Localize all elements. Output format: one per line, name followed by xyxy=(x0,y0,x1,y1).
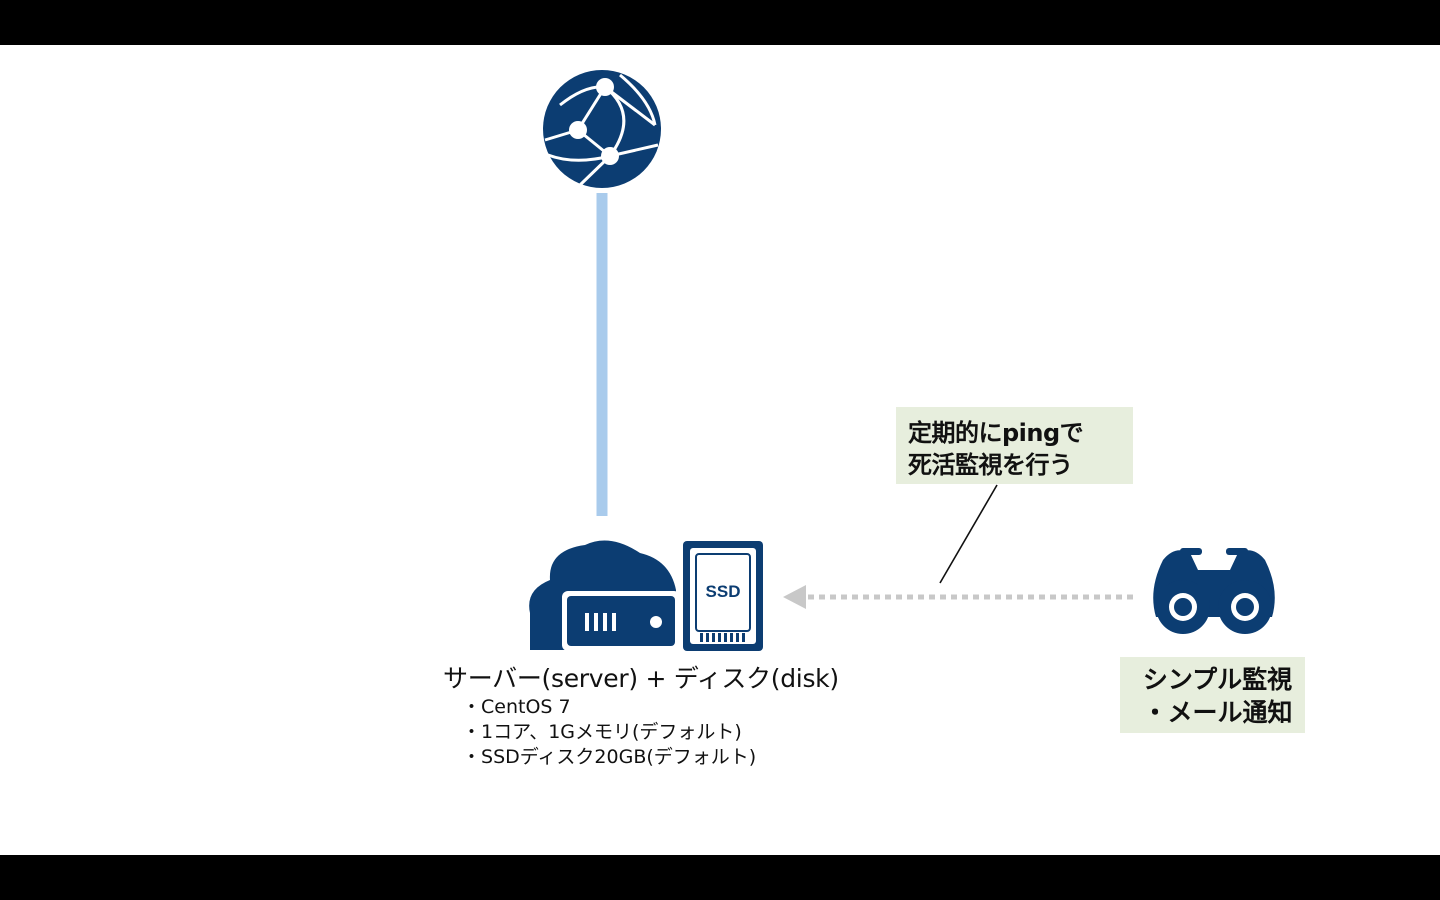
spec-item: SSDディスク20GB(デフォルト) xyxy=(462,745,756,770)
ssd-disk-icon: SSD xyxy=(683,541,763,651)
spec-item: 1コア、1Gメモリ(デフォルト) xyxy=(462,720,756,745)
ping-note-callout: 定期的にpingで 死活監視を行う xyxy=(896,407,1133,484)
ssd-label: SSD xyxy=(706,582,741,601)
ping-note-line1: 定期的にpingで xyxy=(908,419,1084,447)
server-title: サーバー(server) + ディスク(disk) xyxy=(443,664,839,693)
diagram-graphics: SSD xyxy=(529,70,1275,651)
server-spec-list: CentOS 7 1コア、1Gメモリ(デフォルト) SSDディスク20GB(デフ… xyxy=(462,695,756,770)
diagram-canvas: SSD 定期的にpingで 死活監視を行う シンプル監視 ・メール通知 xyxy=(0,45,1440,855)
note-pointer-line xyxy=(939,484,998,584)
binoculars-icon xyxy=(1153,548,1275,634)
cloud-server-icon xyxy=(529,540,680,651)
ping-note-line2: 死活監視を行う xyxy=(908,451,1073,479)
monitor-label-line1: シンプル監視 xyxy=(1142,665,1293,694)
monitor-label-box: シンプル監視 ・メール通知 xyxy=(1120,657,1305,733)
globe-network-icon xyxy=(543,70,661,188)
monitor-label-line2: ・メール通知 xyxy=(1142,698,1293,727)
ping-arrow xyxy=(783,585,1133,609)
spec-item: CentOS 7 xyxy=(462,695,756,720)
